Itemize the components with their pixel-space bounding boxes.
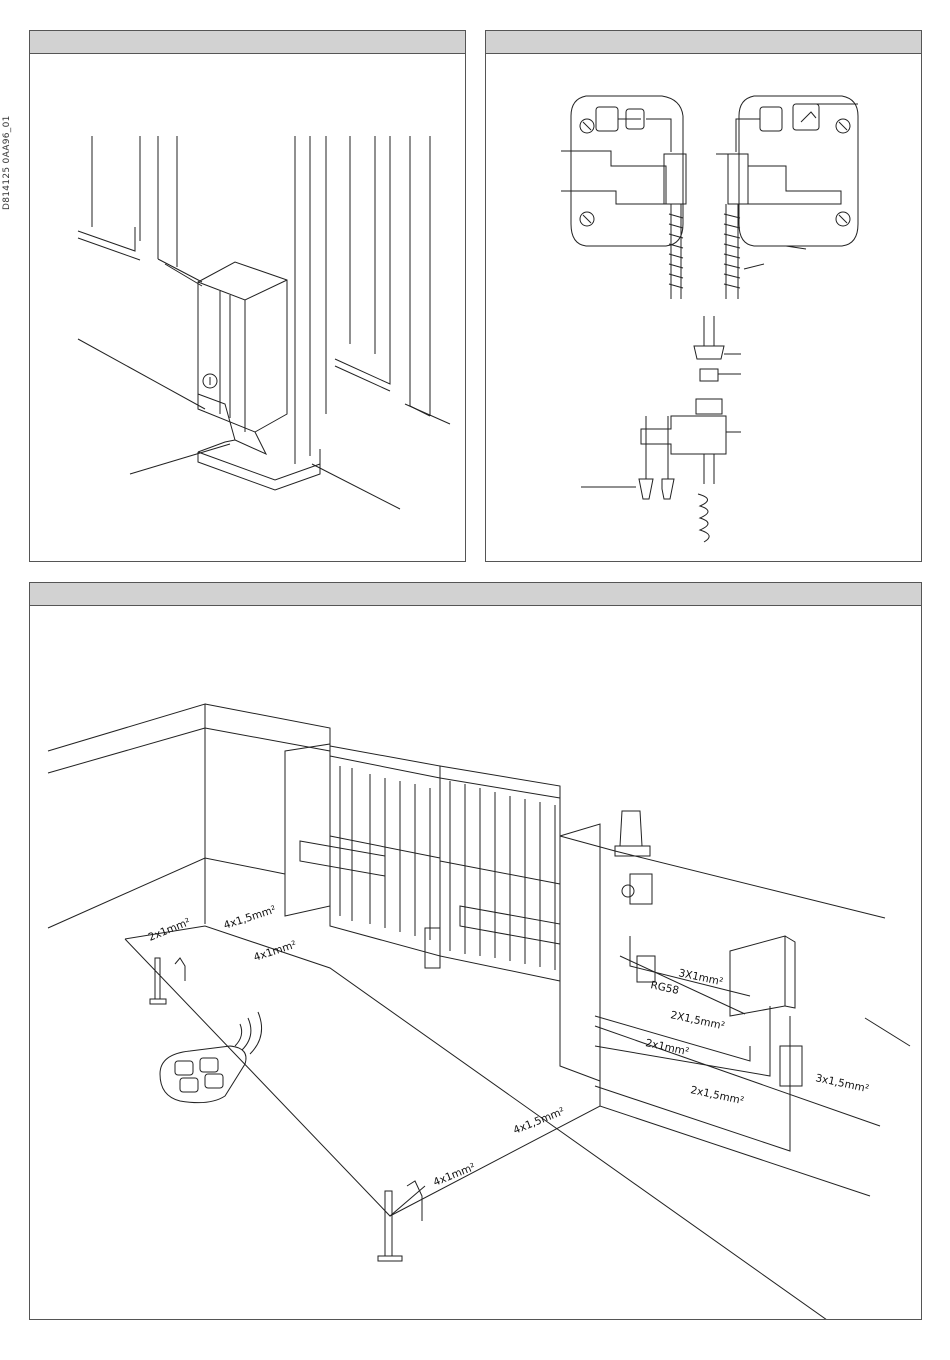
figure-panel-3: 2x1mm² 4x1mm² 4x1,5mm² 3X1mm² RG58 2X1,5… [29,582,922,1320]
label-photocell-left-b: 4x1mm² [252,939,298,964]
label-motor-right-b: 2x1,5mm² [689,1084,745,1107]
panel-header-3 [30,583,921,606]
label-column-b: 4x1mm² [432,1161,478,1189]
label-photocell-left-a: 2x1mm² [147,916,193,944]
panel-header-2 [486,31,921,54]
motor-installation-drawing [30,54,465,561]
label-motor-right-a: 2X1,5mm² [669,1009,726,1032]
label-photocell-right: 2x1mm² [644,1037,690,1058]
figure-panel-2 [485,30,922,562]
installation-layout-drawing: 2x1mm² 4x1mm² 4x1,5mm² 3X1mm² RG58 2X1,5… [30,606,921,1319]
label-lamp: 3X1mm² [677,967,724,988]
label-mains: 3x1,5mm² [814,1072,870,1095]
label-column-a: 4x1,5mm² [512,1105,567,1136]
label-motor-left: 4x1,5mm² [222,904,277,932]
panel-header-1 [30,31,465,54]
figure-panel-1 [29,30,466,562]
document-code: D814125 0AA96_01 [2,120,16,210]
cable-gland-drawing [486,54,921,561]
